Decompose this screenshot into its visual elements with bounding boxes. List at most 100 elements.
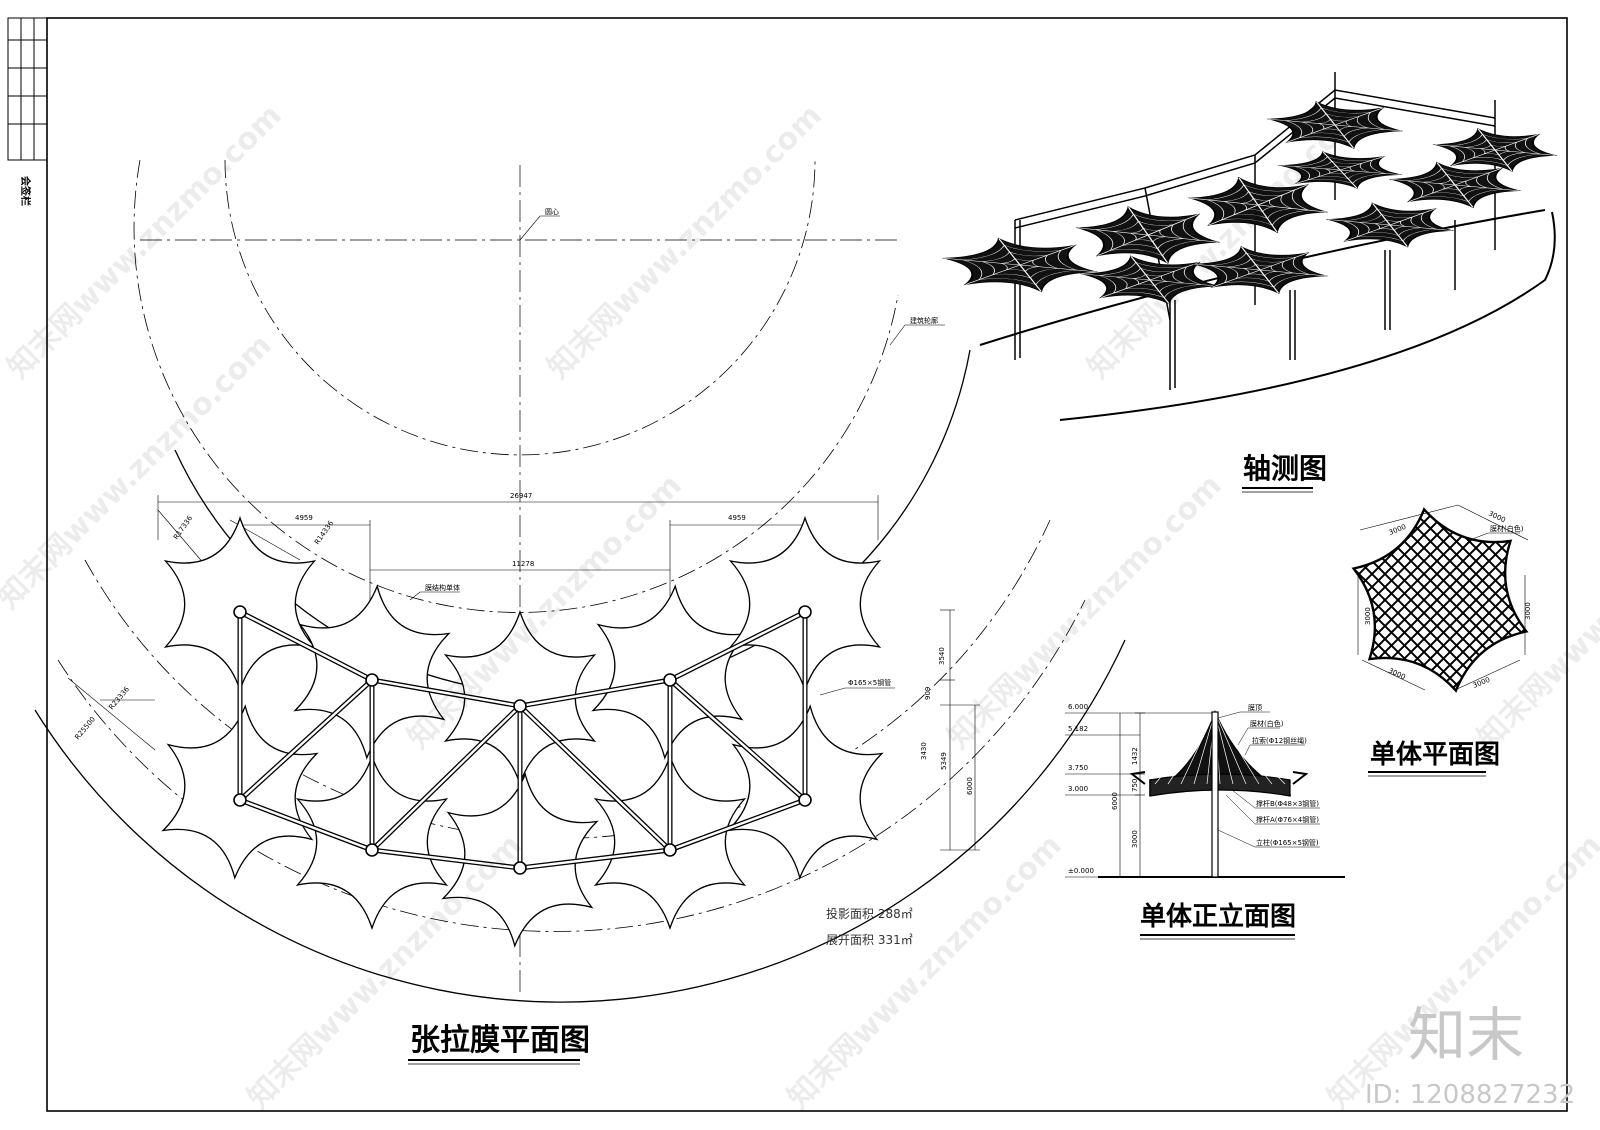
axo-membrane-ring bbox=[1449, 134, 1541, 166]
axo-membrane-ring bbox=[1358, 213, 1422, 237]
brand-logo: 知末 bbox=[1408, 1001, 1524, 1069]
axo-membrane-ring bbox=[1132, 273, 1168, 287]
unit-plan-dim-4: 3000 bbox=[1524, 602, 1532, 620]
dim-v5: 6000 bbox=[966, 777, 974, 795]
axo-membrane-unit bbox=[1277, 151, 1403, 189]
elev-membrane-tip-left bbox=[1129, 771, 1146, 785]
elev-dim-3000: 3000 bbox=[1131, 830, 1139, 848]
unit-plan-outline bbox=[1351, 507, 1529, 693]
unit-plan-dims bbox=[1357, 504, 1529, 691]
dim-v1: 3540 bbox=[938, 647, 946, 665]
axo-membrane-ring bbox=[1242, 263, 1278, 277]
axo-ground bbox=[979, 209, 1556, 421]
plan-steel-frame-inner bbox=[238, 610, 807, 870]
axo-membrane-unit bbox=[1191, 246, 1329, 294]
axo-membrane-ring bbox=[1324, 165, 1356, 175]
building-outline-label: 建筑轮廓 bbox=[910, 316, 938, 325]
unit-elevation: 6.000 5.182 3.750 3.000 ±0.000 1432 750 … bbox=[1065, 703, 1345, 878]
axo-membrane-ring bbox=[1226, 258, 1294, 282]
axo-membrane-ring bbox=[1301, 113, 1369, 137]
dim-mid: 11278 bbox=[512, 560, 534, 568]
elev-membrane-rib bbox=[1154, 711, 1216, 785]
axo-membrane-ring bbox=[962, 245, 1078, 285]
expanded-area: 展开面积 331㎡ bbox=[826, 933, 913, 947]
membrane-unit-label: 膜结构单体 bbox=[425, 583, 460, 592]
unit-plan-material: 膜材(白色) bbox=[1490, 524, 1524, 533]
axo-membrane-ring bbox=[1206, 184, 1310, 226]
elev-note-3: 撑杆B(Φ48×3钢管) bbox=[1256, 799, 1319, 808]
axo-membrane-ring bbox=[1094, 213, 1202, 257]
unit-plan-dim-3: 3000 bbox=[1364, 607, 1372, 625]
elev-level-5182: 5.182 bbox=[1068, 725, 1088, 733]
plan-title: 张拉膜平面图 bbox=[410, 1023, 590, 1058]
dim-v3: 3430 bbox=[920, 742, 928, 760]
axo-membrane-ring bbox=[1112, 220, 1184, 250]
axo-membrane-ring bbox=[1479, 144, 1511, 156]
elev-dim-6000: 6000 bbox=[1111, 792, 1119, 810]
axo-membrane-unit bbox=[941, 237, 1099, 293]
elev-level-3750: 3.750 bbox=[1068, 764, 1088, 772]
countersign-block bbox=[7, 17, 48, 161]
axo-membrane-ring bbox=[1223, 191, 1293, 219]
unit-plan-material-leader bbox=[1469, 532, 1520, 541]
pipe-spec-label: Φ165×5钢管 bbox=[848, 678, 891, 687]
watermark-6: 知末网www.znzmo.com bbox=[941, 468, 1229, 756]
elev-level-6000: 6.000 bbox=[1068, 703, 1088, 711]
elev-level-3000: 3.000 bbox=[1068, 785, 1088, 793]
elev-note-5: 立柱(Φ165×5钢管) bbox=[1256, 838, 1319, 847]
axo-membrane-unit bbox=[1187, 176, 1329, 234]
building-outline-leader bbox=[889, 324, 945, 346]
elev-note-1: 膜材(白色) bbox=[1250, 719, 1284, 728]
elev-membrane-rib bbox=[1214, 711, 1260, 785]
elev-membrane bbox=[1129, 709, 1309, 797]
sheet-frame bbox=[46, 17, 1568, 1112]
axo-membrane-unit bbox=[1388, 161, 1522, 209]
dim-total: 26947 bbox=[510, 492, 532, 500]
dim-v2: 909 bbox=[924, 687, 932, 700]
unit-plan-title: 单体平面图 bbox=[1370, 740, 1500, 770]
dim-v4: 5349 bbox=[940, 752, 948, 770]
unit-plan-dim-2: 3000 bbox=[1487, 510, 1507, 525]
center-leader bbox=[519, 215, 560, 241]
axo-membrane-ring bbox=[981, 251, 1059, 279]
elev-dim-1432: 1432 bbox=[1131, 747, 1139, 765]
image-id: ID: 1208827232 bbox=[1365, 1080, 1575, 1110]
elev-note-leaders bbox=[1217, 711, 1320, 848]
elev-note-2: 拉索(Φ12钢丝绳) bbox=[1252, 736, 1307, 745]
projected-area: 投影面积 288㎡ bbox=[826, 906, 913, 921]
elev-level-marks bbox=[1065, 712, 1215, 878]
dim-r3: R23336 bbox=[107, 685, 131, 711]
dim-right: 4959 bbox=[728, 514, 746, 522]
elev-note-4: 撑杆A(Φ76×4钢管) bbox=[1256, 815, 1319, 824]
unit-plan-dim-1: 3000 bbox=[1388, 523, 1408, 537]
elev-membrane-rib bbox=[1214, 711, 1273, 785]
axo-membrane-ring bbox=[1309, 160, 1371, 180]
axo-membrane-ring bbox=[1000, 258, 1040, 272]
watermark-2: 知末网www.znzmo.com bbox=[541, 98, 829, 386]
elev-membrane-tip-right bbox=[1292, 771, 1309, 785]
axo-membrane-ring bbox=[1342, 208, 1438, 242]
axo-title: 轴测图 bbox=[1243, 452, 1327, 485]
axo-membrane-unit bbox=[1325, 202, 1455, 248]
axo-membrane-ring bbox=[1098, 262, 1202, 298]
axo-membrane-ring bbox=[1240, 197, 1276, 213]
axo-membrane-ring bbox=[1284, 107, 1386, 143]
elev-membrane-rib bbox=[1214, 711, 1247, 785]
elev-membrane-rib bbox=[1180, 711, 1216, 785]
axo-membrane-ring bbox=[1406, 168, 1504, 202]
plan-membrane-unit bbox=[293, 584, 451, 760]
dim-r1: R17336 bbox=[172, 514, 194, 541]
axo-membranes bbox=[941, 101, 1558, 305]
center-label: 圆心 bbox=[545, 208, 559, 216]
dim-left: 4959 bbox=[295, 514, 313, 522]
axo-membrane-ring bbox=[1422, 173, 1488, 197]
elev-membrane-rib bbox=[1214, 711, 1286, 785]
elev-level-0: ±0.000 bbox=[1068, 867, 1094, 875]
axo-membrane-ring bbox=[1129, 227, 1167, 243]
unit-plan-dim-5: 3000 bbox=[1387, 667, 1407, 682]
countersign-label: 会签栏 bbox=[19, 176, 32, 206]
axo-membrane-ring bbox=[1317, 118, 1353, 132]
plan-columns bbox=[233, 605, 812, 875]
axo-membrane-unit bbox=[1432, 128, 1558, 172]
